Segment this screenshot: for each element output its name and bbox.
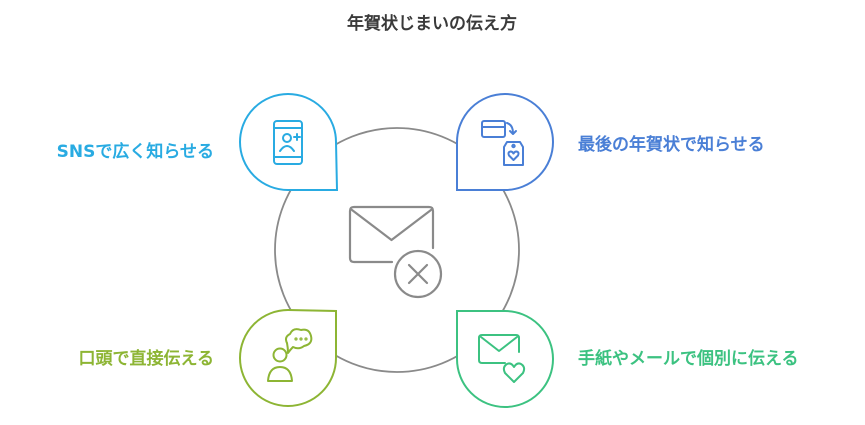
card-to-gift-tag-icon xyxy=(481,120,524,166)
node-sns xyxy=(239,93,339,191)
node-oral xyxy=(239,308,337,407)
node-last-card-shape xyxy=(456,93,554,191)
label-oral: 口頭で直接伝える xyxy=(79,348,215,369)
envelope-cancel-icon xyxy=(348,205,443,299)
node-oral-shape xyxy=(239,308,337,407)
person-speech-bubble-icon xyxy=(267,328,313,382)
node-letter-shape xyxy=(456,310,554,408)
label-last-card: 最後の年賀状で知らせる xyxy=(578,134,765,155)
node-letter xyxy=(456,310,554,408)
envelope-heart-icon xyxy=(478,334,526,383)
node-last-card xyxy=(456,93,554,191)
smartphone-user-add-icon xyxy=(273,120,303,165)
label-sns: SNSで広く知らせる xyxy=(57,141,214,162)
label-letter: 手紙やメールで個別に伝える xyxy=(578,348,799,369)
diagram-title: 年賀状じまいの伝え方 xyxy=(347,13,517,34)
